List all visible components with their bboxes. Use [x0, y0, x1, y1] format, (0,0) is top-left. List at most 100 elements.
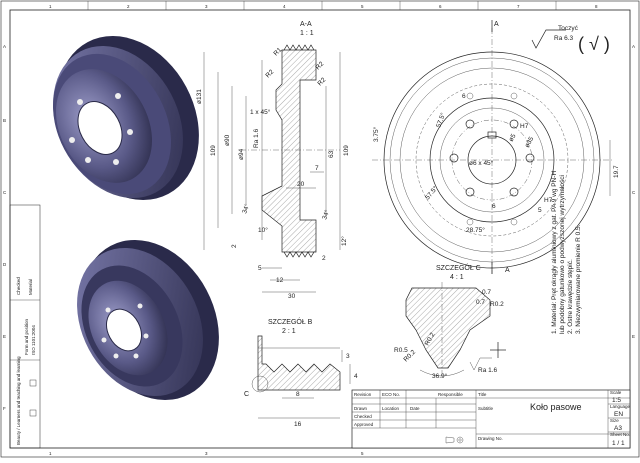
side-strip-text-1: Beauty / Learners and teaching and learn…	[16, 356, 21, 445]
col-label-6: 6	[439, 4, 442, 9]
fv-dim-d5: ø5	[508, 133, 518, 143]
fv-dim-chamfer: ø6 x 45°	[469, 159, 494, 167]
detail-c-profile	[405, 287, 491, 369]
roughness-symbol: Toczyć Ra 6.3 ( √ )	[531, 25, 610, 54]
detail-c-dim-ra: Ra 1.6	[478, 367, 498, 374]
aa-dim-r1: R1	[272, 46, 283, 57]
aa-dim-chamfer: 1 x 45°	[250, 108, 271, 116]
pulley-render-bottom	[77, 239, 219, 401]
col-label-1-bottom: 1	[49, 451, 52, 456]
detail-b-profile	[257, 335, 341, 391]
aa-dim-30: 30	[288, 293, 296, 300]
section-profile	[261, 49, 317, 253]
frame-rows: A B C D E F A C E	[3, 44, 636, 411]
aa-dim-r2a: R2	[264, 68, 275, 79]
note-line-1: 1. Materiał: Pręt okrągły aluminiowy z g…	[551, 171, 558, 334]
detail-b-dim-3: 3	[346, 353, 350, 360]
col-label-5-bottom: 5	[361, 451, 364, 456]
note-line-2: lub podobny gatunkowo o podwyższonej wyt…	[559, 175, 566, 334]
tb-subtitle-label: Subtitle	[478, 406, 494, 411]
detail-b-scale: 2 : 1	[282, 328, 296, 335]
row-label-d: D	[3, 262, 7, 267]
aa-dim-7: 7	[315, 165, 319, 172]
notes: 1. Materiał: Pręt okrągły aluminiowy z g…	[551, 171, 582, 334]
detail-c-dim-r05: R0.5	[394, 347, 408, 354]
aa-dim-34a: 34°	[240, 202, 251, 214]
aa-dim-63: 63	[328, 150, 335, 158]
tb-language-label: Language	[610, 404, 631, 409]
detail-b-dim-8: 8	[296, 391, 300, 398]
tb-row-checked: Checked	[354, 414, 372, 419]
fv-dim-5: 5	[538, 207, 542, 214]
tb-scale-label: Scale	[610, 390, 622, 395]
row-label-a: A	[3, 44, 6, 49]
tb-scale-value: 1:5	[612, 397, 621, 404]
fv-dim-h7b: H7	[520, 123, 529, 130]
detail-b-callout: C	[244, 391, 249, 398]
detail-c-dim-07a: 0.7	[482, 289, 491, 296]
aa-dim-ra: Ra 1.6	[253, 128, 260, 148]
cut-letter-top: A	[494, 21, 499, 28]
row-label-c-right: C	[632, 190, 636, 195]
fv-dim-57a: 57.5°	[434, 111, 447, 128]
row-label-c: C	[3, 190, 7, 195]
projection-symbol-icon	[445, 436, 464, 444]
note-line-4: 3. Niezwymiarowane promienie R 0.5.	[575, 224, 582, 334]
aa-dim-20: 20	[297, 181, 305, 188]
aa-dim-d94: ø94	[238, 148, 245, 160]
detail-b-dim-4: 4	[354, 373, 358, 380]
tb-row-drawn: Drawn	[354, 406, 368, 411]
aa-dim-109a: 109	[210, 145, 217, 156]
aa-dim-d90: ø90	[224, 134, 231, 146]
detail-b-title: SZCZEGÓŁ B	[268, 317, 313, 326]
fv-dim-h7a: H7	[544, 197, 553, 204]
fv-dim-197: 19.7	[613, 165, 620, 178]
side-strip-text-3: ISO 1101:2004	[31, 325, 36, 355]
tb-row-approved: Approved	[354, 422, 374, 427]
side-strip-text-5: Material	[28, 279, 33, 295]
title-block: Revision ECO No. Responsible Title Locat…	[351, 389, 631, 449]
detail-c-dim-r02a: R0.2	[490, 301, 504, 308]
aa-dim-12deg: 12°	[340, 236, 348, 246]
tb-date-label: Date	[410, 406, 420, 411]
detail-c-dim-angle: 36.9°	[432, 372, 448, 380]
col-label-2: 2	[127, 4, 130, 9]
aa-dim-2b: 2	[322, 255, 326, 262]
aa-dim-r2c: R2	[316, 76, 327, 87]
tb-drawing-no-label: Drawing No.	[478, 436, 503, 441]
tb-part-name: Koło pasowe	[530, 402, 582, 412]
roughness-mark: ( √ )	[578, 34, 610, 54]
tb-location-label: Location	[382, 406, 400, 411]
frame-columns: 1 2 3 4 5 6 7 8 1 3 5	[49, 1, 598, 456]
side-strip: Beauty / Learners and teaching and learn…	[9, 204, 41, 449]
section-aa-scale: 1 : 1	[300, 30, 314, 37]
tb-title-label: Title	[478, 392, 487, 397]
aa-dim-r2b: R2	[314, 60, 325, 71]
note-line-3: 2. Ostre krawędzie stępić.	[567, 259, 574, 334]
row-label-f: F	[3, 406, 6, 411]
roughness-label: Toczyć	[558, 25, 579, 32]
pulley-render-top	[53, 35, 199, 201]
aa-dim-34b: 34°	[320, 208, 331, 220]
fv-dim-2875: 28.75°	[466, 226, 485, 234]
tb-sheet-label: Sheet No.	[610, 432, 630, 437]
fv-dim-6b: 6	[492, 203, 496, 210]
fv-dim-d35: ø35	[524, 135, 536, 149]
detail-c-title: SZCZEGÓŁ C	[436, 263, 481, 272]
cut-letter-bottom: A	[505, 267, 510, 274]
side-strip-text-2: Form and position	[24, 318, 29, 355]
detail-c: SZCZEGÓŁ C 4 : 1 0.7 R0.2 0.7 R0.2 R0.5 …	[394, 263, 506, 380]
detail-c-dim-07b: 0.7	[476, 299, 485, 306]
aa-dim-10deg: 10°	[258, 226, 268, 234]
tb-size-value: A3	[614, 425, 622, 432]
aa-dim-d131: ø131	[196, 89, 203, 104]
tb-header-eco: ECO No.	[382, 392, 400, 397]
aa-dim-109b: 109	[343, 145, 350, 156]
fv-dim-6a: 6	[462, 93, 466, 100]
row-label-e: E	[3, 334, 6, 339]
fv-dim-375: 3.75°	[372, 126, 380, 142]
side-strip-text-4: Checked	[16, 277, 21, 295]
row-label-a-right: A	[632, 44, 635, 49]
